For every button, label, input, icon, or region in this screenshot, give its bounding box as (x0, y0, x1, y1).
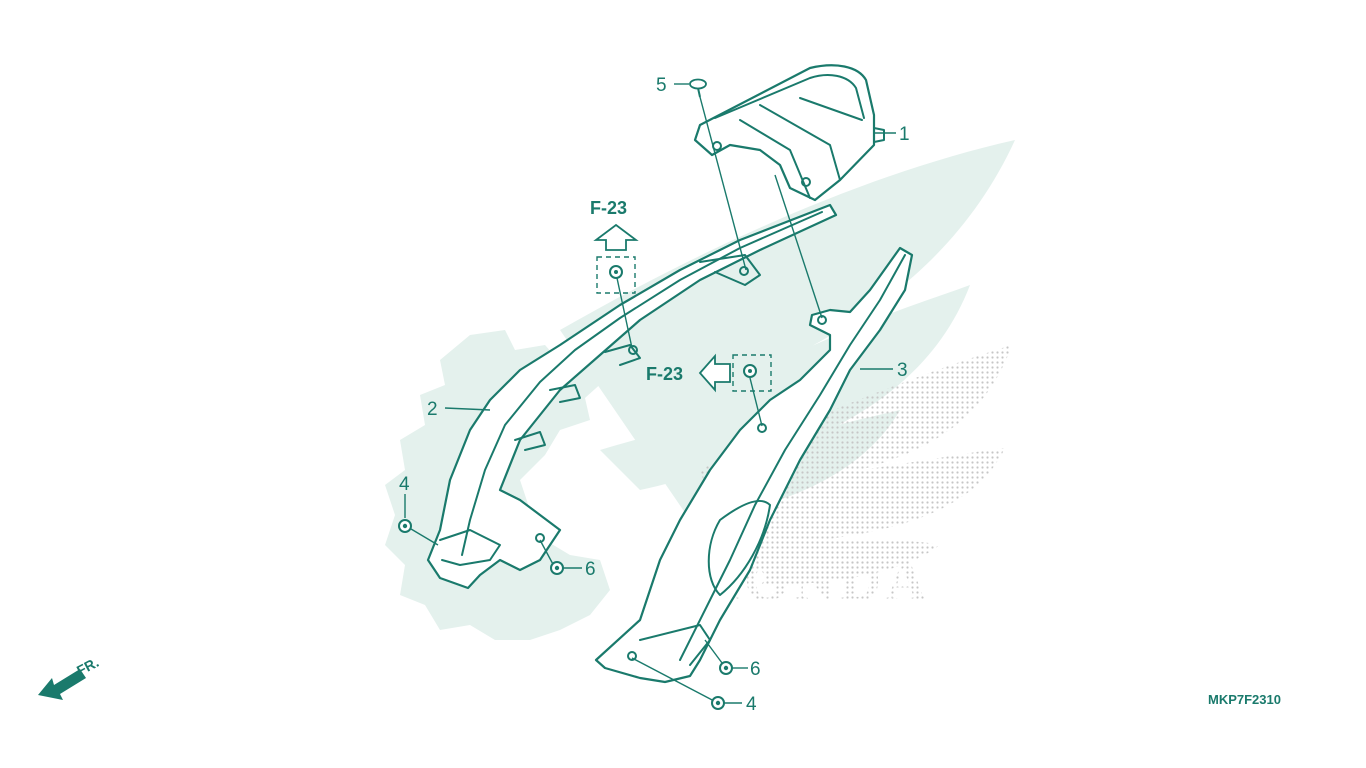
grommet-4-bottom-icon (711, 696, 725, 710)
nut-6-right-icon (719, 661, 733, 675)
clip-upper-icon (609, 265, 623, 279)
front-arrow-icon (38, 669, 86, 700)
diagram-code: MKP7F2310 (1208, 692, 1281, 707)
callout-6-right: 6 (750, 659, 761, 680)
grommet-4-left-icon (398, 519, 412, 533)
arrow-up-icon (593, 223, 639, 251)
wing-stroke-watermark (560, 140, 1015, 520)
right-side-cover-part (594, 246, 914, 684)
reference-label: F-23 (646, 364, 683, 384)
reference-label: F-23 (590, 198, 627, 218)
arrow-left-icon (698, 353, 731, 393)
reference-box-upper (596, 256, 636, 294)
callouts: 1 2 3 4 4 5 6 6 (399, 75, 910, 715)
assembly-lines (405, 96, 823, 703)
left-side-cover-part (426, 203, 838, 590)
callout-1: 1 (899, 124, 910, 145)
clip-middle-icon (743, 364, 757, 378)
front-direction-indicator: FR. (38, 654, 101, 700)
callout-4-bottom: 4 (746, 694, 757, 715)
callout-6-left: 6 (585, 559, 596, 580)
reference-f23-middle[interactable]: F-23 (646, 353, 731, 393)
callout-3: 3 (897, 360, 908, 381)
screw-5-icon (689, 78, 707, 98)
reference-f23-upper[interactable]: F-23 (590, 198, 639, 251)
rear-seat-cowl-part (693, 64, 885, 202)
nut-6-left-icon (550, 561, 564, 575)
callout-4-left: 4 (399, 474, 410, 495)
reference-box-middle (732, 354, 772, 392)
wing-dots-watermark (700, 345, 1012, 585)
callout-2: 2 (427, 399, 438, 420)
fasteners (398, 78, 772, 710)
callout-5: 5 (656, 75, 667, 96)
